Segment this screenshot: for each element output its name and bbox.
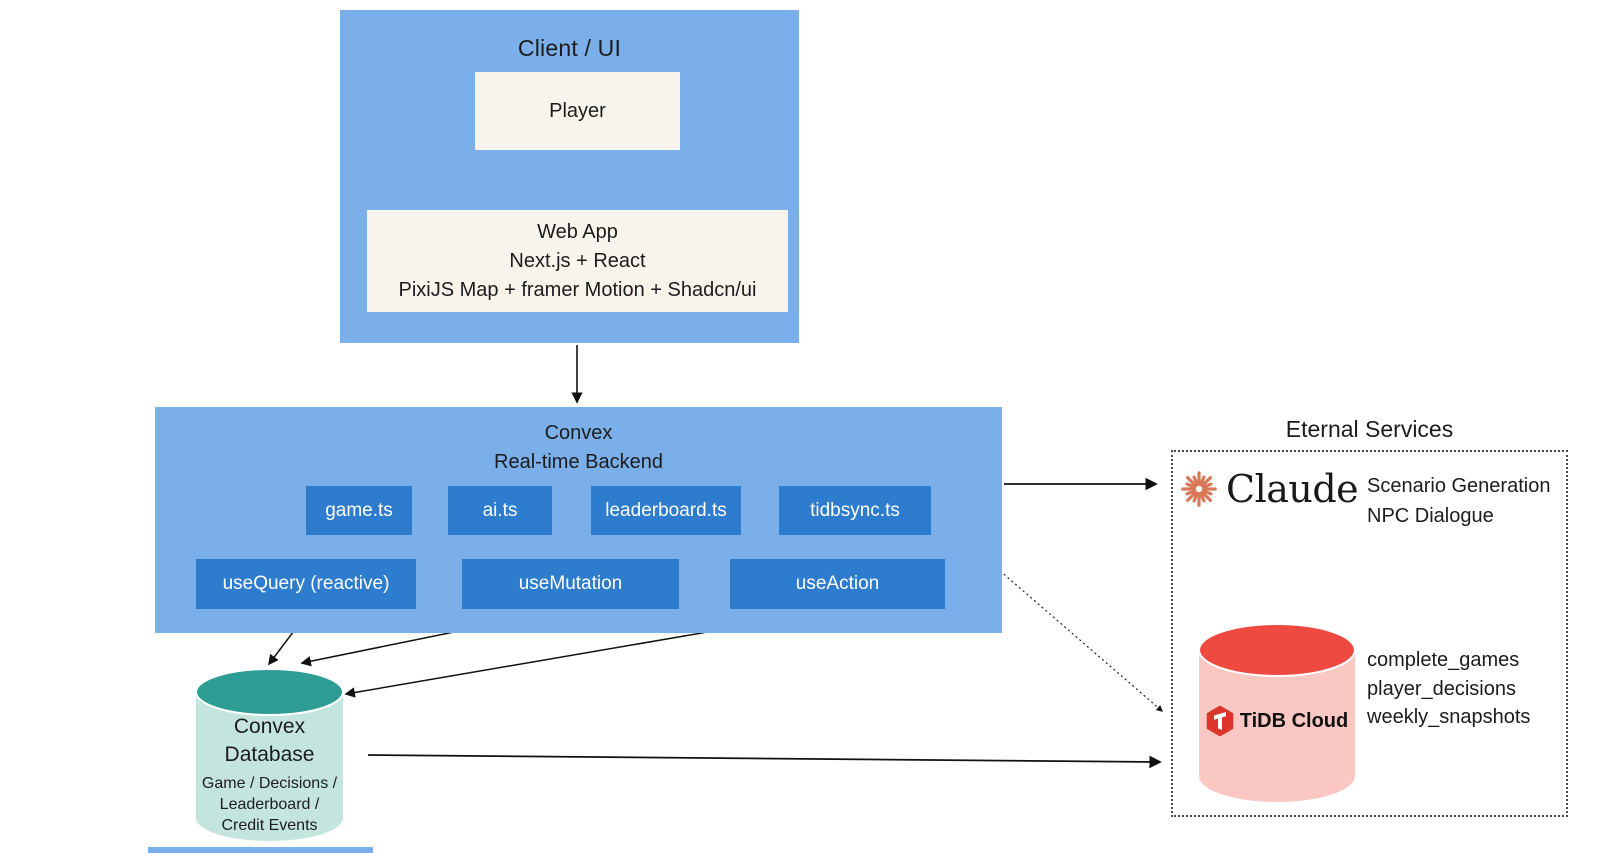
- claude-service-line2: NPC Dialogue: [1367, 504, 1494, 527]
- claude-starburst-icon: [1181, 471, 1217, 507]
- tidb-cylinder-icon: [1198, 623, 1356, 802]
- convex-database-tables-line2: Leaderboard /: [219, 796, 320, 813]
- external-services-title: Eternal Services: [1285, 416, 1454, 442]
- tidb-table-complete-games: complete_games: [1367, 649, 1520, 671]
- tidb-tables: complete_games player_decisions weekly_s…: [1367, 646, 1530, 732]
- webapp-line2: Next.js + React: [509, 249, 646, 272]
- player-label: Player: [549, 99, 606, 122]
- module-ai-ts: ai.ts: [448, 486, 552, 535]
- module-leaderboard-ts: leaderboard.ts: [591, 486, 741, 535]
- webapp-box: Web App Next.js + React PixiJS Map + fra…: [367, 210, 788, 312]
- tidb-cube-icon: [1206, 705, 1233, 737]
- convex-backend-container: Convex Real-time Backend game.ts ai.ts l…: [155, 407, 1002, 633]
- claude-services: Scenario Generation NPC Dialogue: [1367, 472, 1550, 531]
- convex-database-tables-line3: Credit Events: [221, 817, 318, 834]
- convex-database-title-line1: Convex: [233, 715, 306, 738]
- tidb-table-player-decisions: player_decisions: [1367, 677, 1516, 700]
- convex-database-title: Convex Database: [196, 713, 343, 769]
- convex-database-cylinder: Convex Database Game / Decisions / Leade…: [195, 668, 344, 841]
- client-ui-title: Client / UI: [517, 35, 622, 61]
- module-game-ts: game.ts: [306, 486, 412, 535]
- convex-backend-title: Convex Real-time Backend: [155, 419, 1002, 477]
- claude-wordmark: Claude: [1226, 467, 1359, 511]
- webapp-line1: Web App: [537, 220, 618, 243]
- tidb-logo-label: TiDB Cloud: [1239, 709, 1349, 732]
- convex-backend-title-line2: Real-time Backend: [494, 451, 663, 473]
- claude-service-line1: Scenario Generation: [1367, 475, 1551, 497]
- client-ui-container: Client / UI Player Web App Next.js + Rea…: [340, 10, 799, 343]
- tidb-logo: TiDB Cloud: [1199, 705, 1355, 737]
- module-tidbsync-ts: tidbsync.ts: [779, 486, 931, 535]
- convex-backend-title-line1: Convex: [544, 422, 613, 444]
- cropped-panel-strip: [148, 847, 373, 853]
- tidb-table-weekly-snapshots: weekly_snapshots: [1367, 706, 1531, 728]
- convex-database-tables-line1: Game / Decisions /: [201, 775, 338, 792]
- webapp-line3: PixiJS Map + framer Motion + Shadcn/ui: [398, 278, 757, 301]
- convex-database-tables: Game / Decisions / Leaderboard / Credit …: [184, 773, 355, 836]
- tidb-cloud-cylinder: TiDB Cloud: [1198, 623, 1356, 802]
- hook-usemutation: useMutation: [462, 559, 679, 609]
- hook-usequery: useQuery (reactive): [196, 559, 416, 609]
- arrow-database-to-tidb: [367, 754, 1162, 769]
- claude-logo: Claude: [1180, 467, 1359, 511]
- hook-useaction: useAction: [730, 559, 945, 609]
- player-box: Player: [475, 72, 680, 150]
- convex-database-title-line2: Database: [224, 743, 315, 766]
